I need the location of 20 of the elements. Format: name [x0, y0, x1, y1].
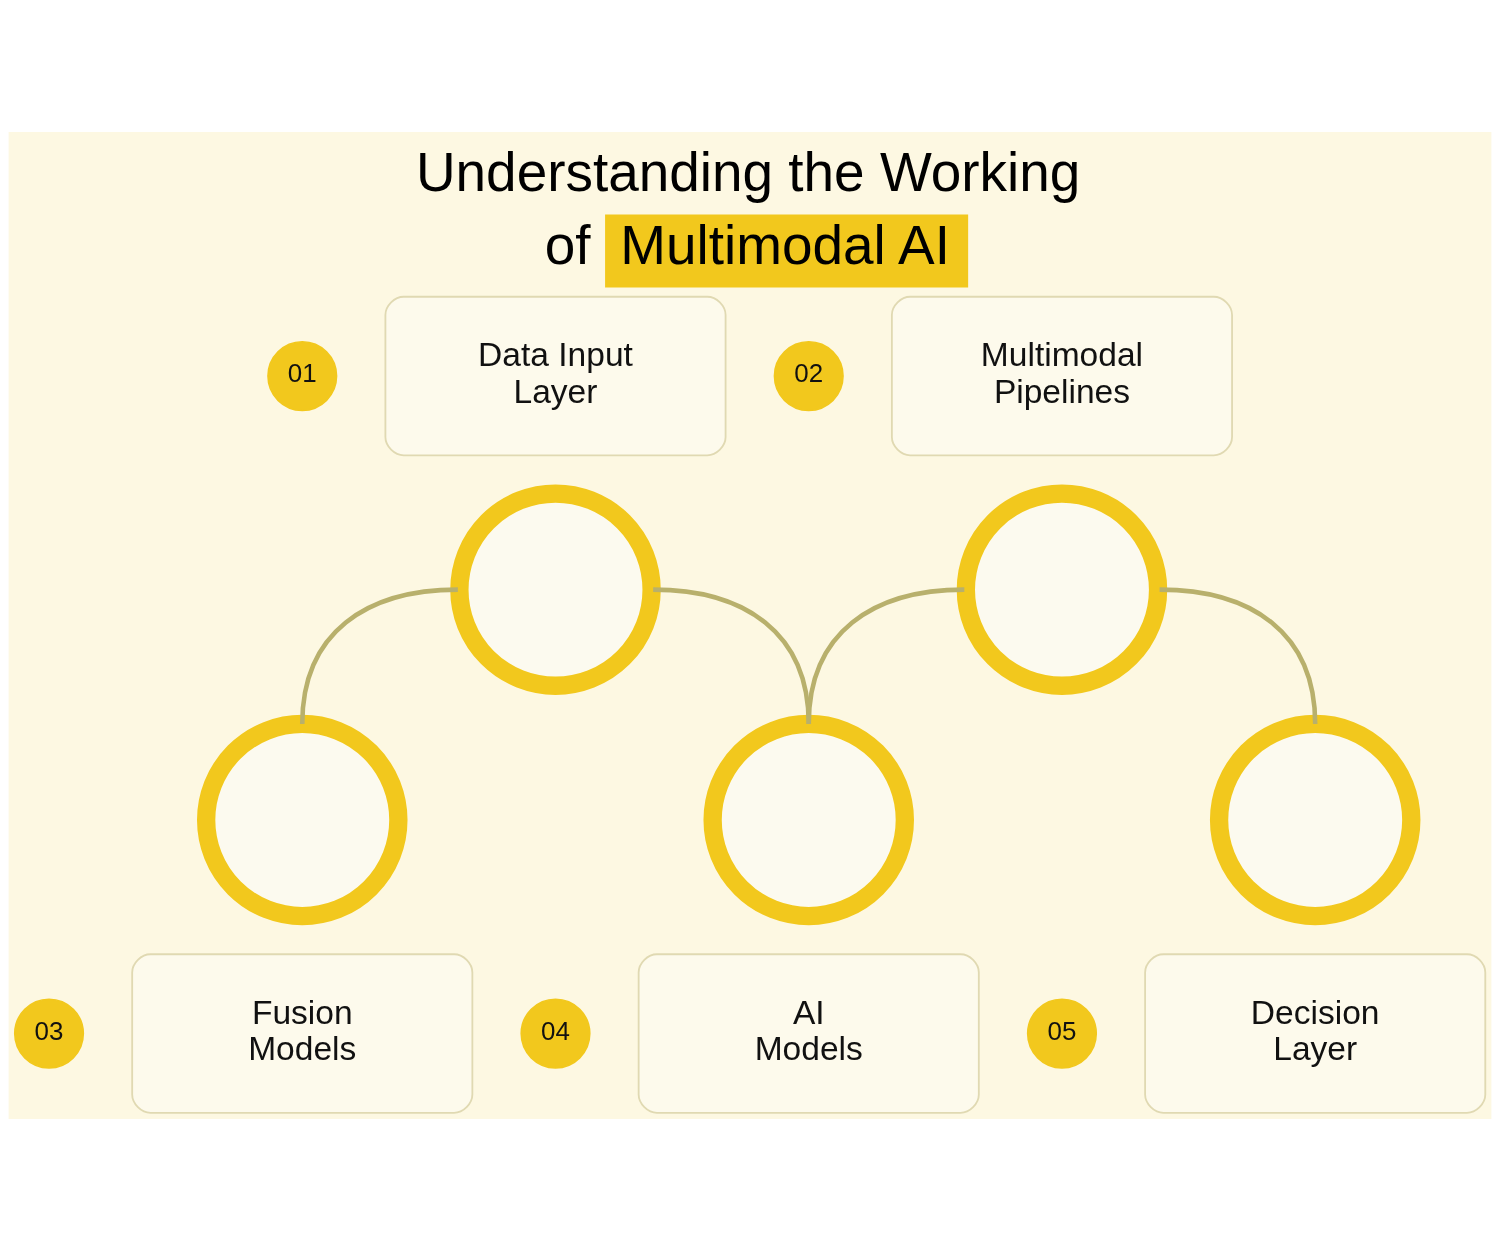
node-box: Data Input Layer [384, 295, 727, 456]
node-circle: 03 [13, 998, 85, 1069]
node-box: AI Models [637, 952, 980, 1114]
node-circle: 04 [520, 998, 591, 1069]
connector [653, 586, 811, 724]
connector [806, 586, 965, 724]
node-circle [1209, 714, 1421, 925]
node-circle [450, 483, 661, 695]
node-circle [197, 714, 408, 925]
connector [1159, 586, 1318, 724]
node-circle: 05 [1026, 998, 1098, 1069]
node-box: Fusion Models [131, 952, 474, 1114]
node-circle: 02 [773, 340, 844, 411]
node-box: Multimodal Pipelines [890, 295, 1233, 456]
node-box: Decision Layer [1144, 952, 1487, 1114]
node-circle [703, 714, 914, 925]
node-circle [956, 483, 1168, 695]
diagram-title: Understanding the Working of Multimodal AI [415, 140, 1081, 276]
node-circle: 01 [267, 340, 338, 411]
connector [300, 586, 458, 724]
